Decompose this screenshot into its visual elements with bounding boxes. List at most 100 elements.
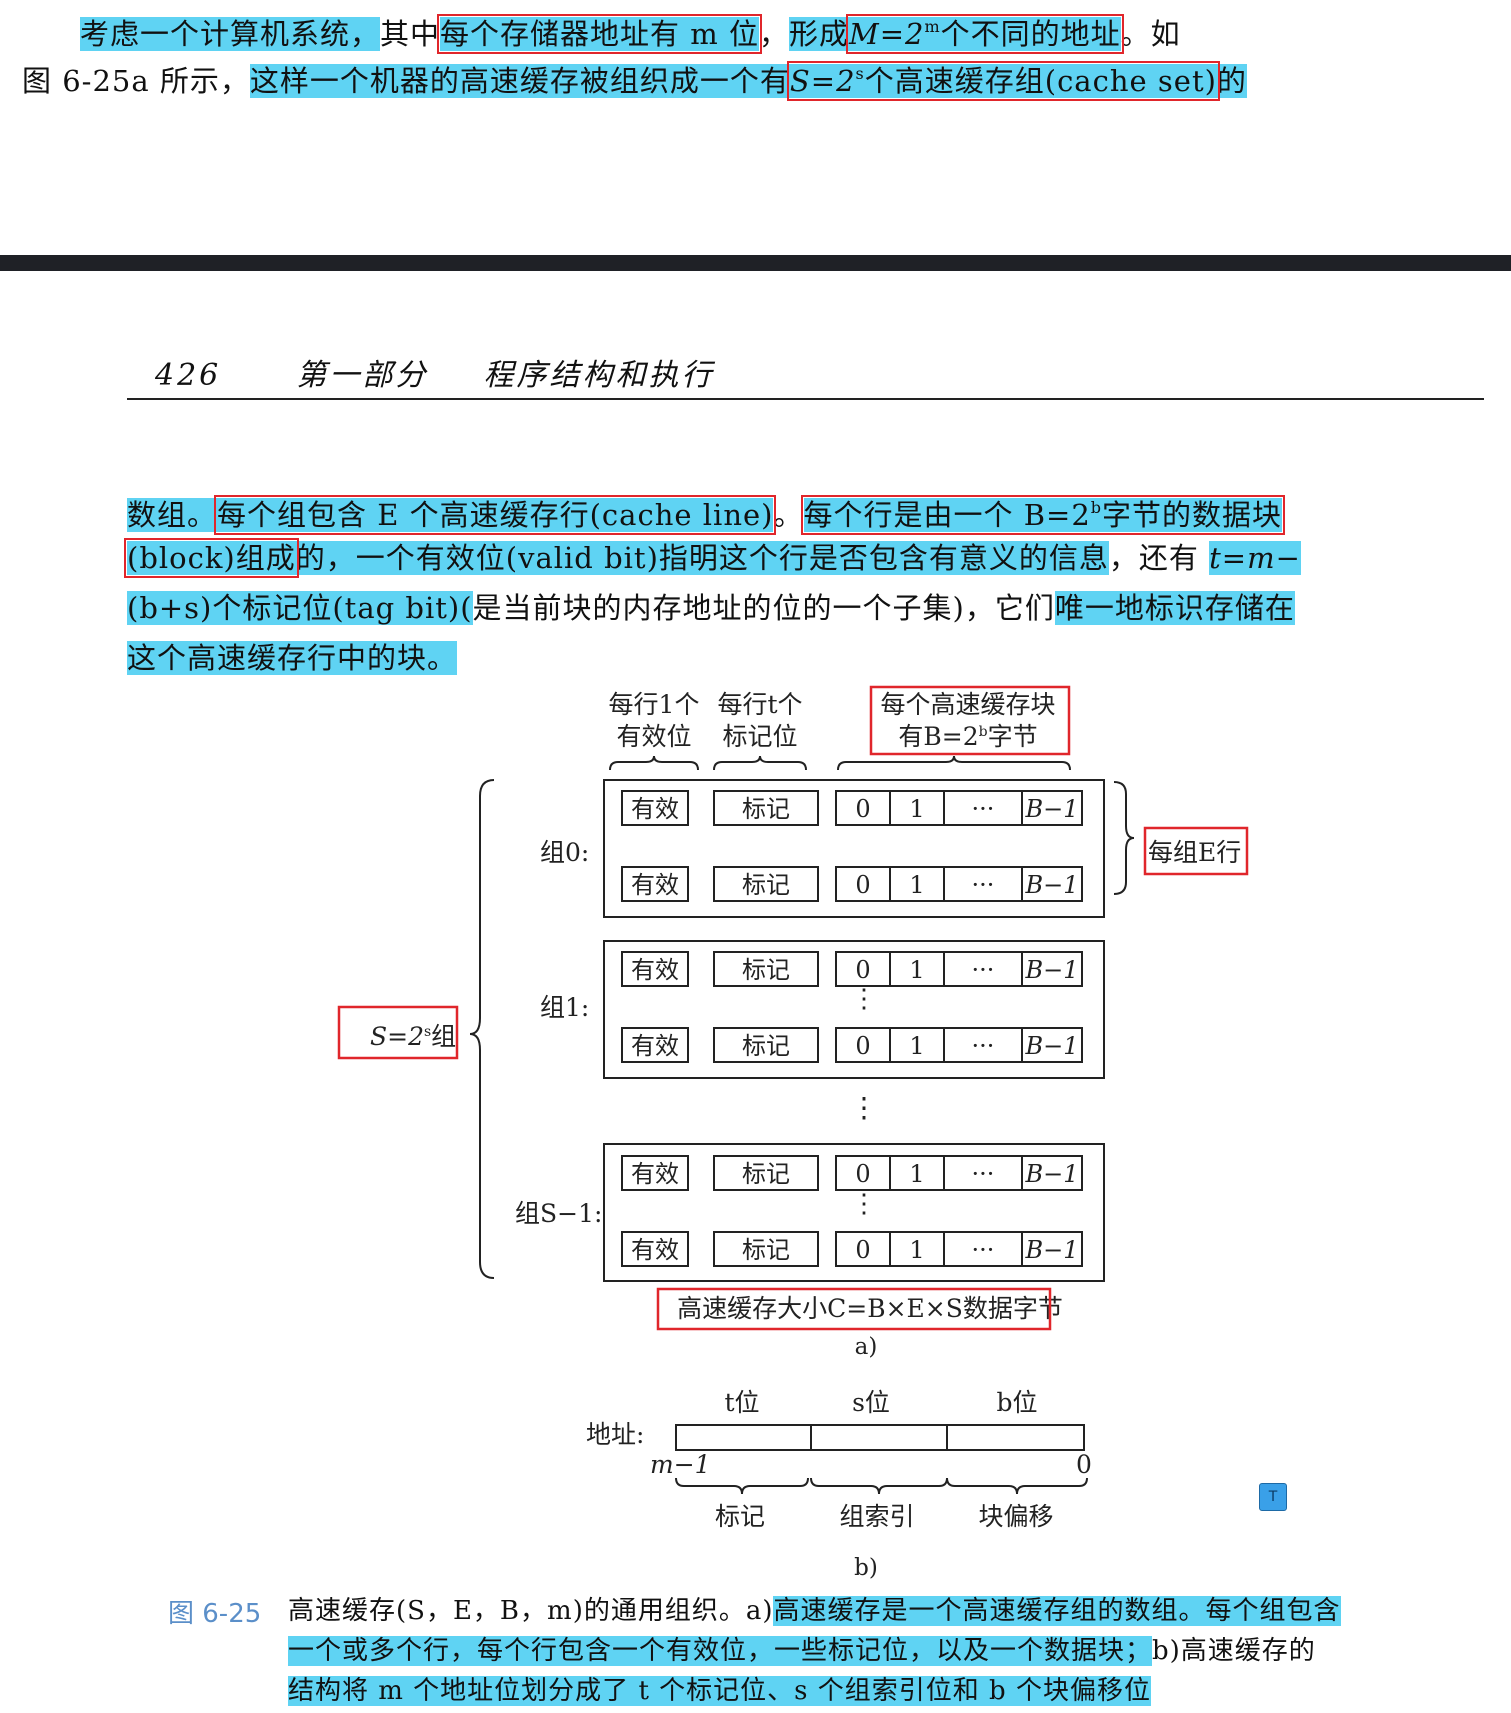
valid-cell-box xyxy=(621,790,689,826)
caption-line-2: 一个或多个行，每个行包含一个有效位，一些标记位，以及一个数据块；b)高速缓存的 xyxy=(288,1631,1316,1671)
valid-cell-box xyxy=(621,1231,689,1267)
byte-cell-last: B−1 xyxy=(1024,1236,1078,1264)
col-valid-heading-2: 有效位 xyxy=(616,722,691,751)
tag-cell-box xyxy=(713,790,819,826)
col-valid-heading-1: 每行1个 xyxy=(609,690,700,719)
tag-cell: 标记 xyxy=(742,956,790,984)
boxed-highlight: S=2s个高速缓存组(cache set) xyxy=(786,61,1220,101)
text: ，还有 xyxy=(1108,541,1210,575)
boxed-highlight: 每个存储器地址有 m 位 xyxy=(437,14,762,54)
top-paragraph-line-1: 考虑一个计算机系统，其中每个存储器地址有 m 位，形成M=2m个不同的地址。如 xyxy=(80,2,1181,59)
tag-cell: 标记 xyxy=(742,871,790,899)
byte-cell-ellipsis: ··· xyxy=(972,871,995,899)
col-block-heading-1: 每个高速缓存块 xyxy=(880,690,1055,719)
byte-cell-first-box xyxy=(835,790,891,826)
highlight: 考虑一个计算机系统， xyxy=(80,17,381,51)
part-title: 第一部分 xyxy=(296,358,429,393)
byte-cell-second: 1 xyxy=(909,956,924,984)
col-tag-heading-1: 每行t个 xyxy=(717,690,802,719)
header-rule xyxy=(127,398,1484,400)
vdots-within-set: ⋮ xyxy=(851,984,877,1014)
b-bits-heading: b位 xyxy=(996,1388,1037,1417)
byte-cell-ellipsis: ··· xyxy=(972,795,995,823)
sets-label-box xyxy=(337,1005,459,1060)
byte-cell-last: B−1 xyxy=(1024,795,1078,823)
lines-per-set-box xyxy=(1143,826,1249,876)
byte-cell-second-box xyxy=(889,866,945,902)
byte-cell-first: 0 xyxy=(855,1236,870,1264)
cache-size-box xyxy=(656,1287,1052,1331)
formula: S=2 xyxy=(789,64,856,98)
byte-cell-second-box xyxy=(889,951,945,987)
page-divider xyxy=(0,255,1511,271)
chapter-title: 程序结构和执行 xyxy=(483,358,715,393)
tag-cell-box xyxy=(713,1231,819,1267)
tag-field-name: 标记 xyxy=(715,1502,765,1531)
figure-caption-label: 图 6-25 xyxy=(168,1599,262,1629)
text-tag-button[interactable]: T xyxy=(1259,1483,1287,1511)
byte-cell-ellipsis-box xyxy=(943,1155,1023,1191)
byte-cell-last-box xyxy=(1021,790,1083,826)
page-header: 426 第一部分 程序结构和执行 xyxy=(155,350,714,394)
byte-cell-last-box xyxy=(1021,1231,1083,1267)
body-paragraph-line-1: 数组。每个组包含 E 个高速缓存行(cache line)。每个行是由一个 B=… xyxy=(127,483,1286,540)
byte-cell-first-box xyxy=(835,951,891,987)
highlight: 唯一地标识存储在 xyxy=(1054,591,1295,625)
byte-cell-first: 0 xyxy=(855,1032,870,1060)
text: 是当前块的内存地址的位的一个子集)，它们 xyxy=(472,591,1055,625)
top-paragraph-line-2: 图 6-25a 所示，这样一个机器的高速缓存被组织成一个有S=2s个高速缓存组(… xyxy=(22,49,1247,106)
text: b)高速缓存的 xyxy=(1152,1636,1316,1666)
byte-cell-first: 0 xyxy=(855,871,870,899)
text: 。如 xyxy=(1120,17,1181,51)
set-label-last: 组S−1: xyxy=(515,1199,602,1228)
col-block-heading-2: 有B=2b字节 xyxy=(898,722,1037,751)
valid-cell-box xyxy=(621,1155,689,1191)
byte-cell-ellipsis: ··· xyxy=(972,1032,995,1060)
text: 每个行是由一个 B=2 xyxy=(803,498,1091,532)
highlight: 的 xyxy=(1216,64,1247,98)
byte-cell-first-box xyxy=(835,1155,891,1191)
formula: M=2 xyxy=(849,17,925,51)
subfigure-b-label: b) xyxy=(854,1555,878,1581)
highlight: t=m− xyxy=(1209,541,1301,575)
body-paragraph-line-3: (b+s)个标记位(tag bit)(是当前块的内存地址的位的一个子集)，它们唯… xyxy=(127,583,1295,633)
vdots-within-set: ⋮ xyxy=(851,1189,877,1219)
text: 个高速缓存组(cache set) xyxy=(864,64,1217,98)
caption-line-3: 结构将 m 个地址位划分成了 t 个标记位、s 个组索引位和 b 个块偏移位 xyxy=(288,1671,1151,1711)
boxed-highlight: (block)组成 xyxy=(124,538,299,578)
t-bits-heading: t位 xyxy=(724,1388,759,1417)
byte-cell-ellipsis-box xyxy=(943,866,1023,902)
highlight: 数组。 xyxy=(127,498,218,532)
text: 字节的数据块 xyxy=(1102,498,1283,532)
byte-cell-second: 1 xyxy=(909,795,924,823)
byte-cell-ellipsis-box xyxy=(943,951,1023,987)
tag-cell-box xyxy=(713,1027,819,1063)
s-bits-heading: s位 xyxy=(852,1388,890,1417)
byte-cell-last-box xyxy=(1021,1027,1083,1063)
valid-cell: 有效 xyxy=(631,1236,679,1264)
valid-cell-box xyxy=(621,1027,689,1063)
byte-cell-ellipsis-box xyxy=(943,790,1023,826)
byte-cell-first-box xyxy=(835,1027,891,1063)
tag-cell: 标记 xyxy=(742,1236,790,1264)
highlight: 形成 xyxy=(788,17,849,51)
byte-cell-second-box xyxy=(889,790,945,826)
text: 图 6-25a 所示， xyxy=(22,64,250,98)
subfigure-a-label: a) xyxy=(855,1334,878,1360)
byte-cell-first: 0 xyxy=(855,795,870,823)
byte-cell-ellipsis-box xyxy=(943,1231,1023,1267)
body-paragraph-line-2: (block)组成的，一个有效位(valid bit)指明这个行是否包含有意义的… xyxy=(124,533,1301,583)
body-paragraph-line-4: 这个高速缓存行中的块。 xyxy=(127,633,458,683)
highlight: 的， xyxy=(295,541,356,575)
superscript: s xyxy=(855,64,865,83)
boxed-highlight: 每个组包含 E 个高速缓存行(cache line) xyxy=(214,495,777,535)
tag-cell: 标记 xyxy=(742,795,790,823)
text: 个不同的地址 xyxy=(940,17,1121,51)
tag-cell: 标记 xyxy=(742,1032,790,1060)
boxed-highlight: 每个行是由一个 B=2b字节的数据块 xyxy=(800,495,1286,535)
byte-cell-last-box xyxy=(1021,866,1083,902)
byte-cell-second: 1 xyxy=(909,1032,924,1060)
